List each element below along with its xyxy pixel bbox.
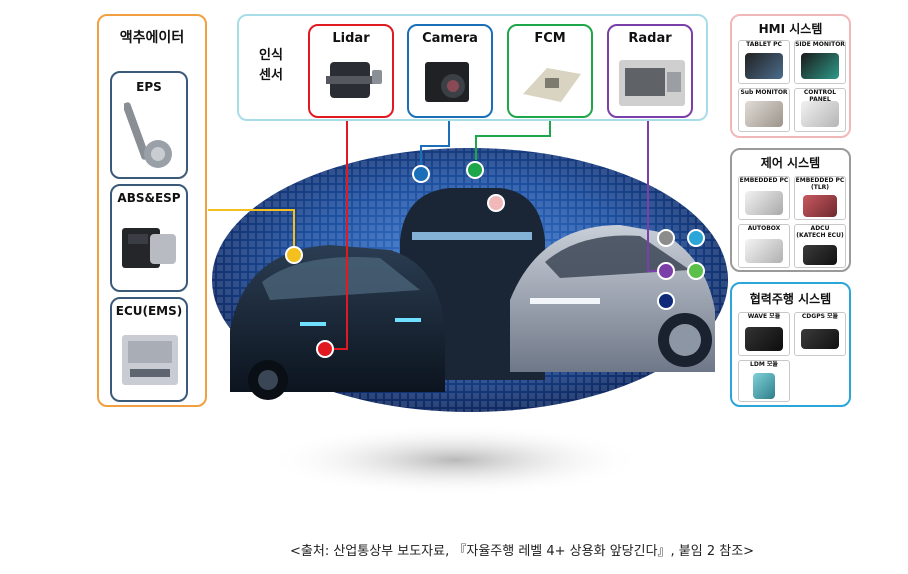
coop-tile-label: WAVE 모듈 (747, 313, 781, 320)
wave-module-image (745, 327, 783, 351)
hmi-tile-label: TABLET PC (746, 41, 782, 48)
coop-tile-cdgps: CDGPS 모듈 (794, 312, 846, 356)
coop-dot (687, 229, 705, 247)
ldm-module-image (753, 373, 775, 399)
lidar-connector (327, 118, 348, 350)
radar-dot (657, 262, 675, 280)
sensor-card-label: FCM (534, 31, 566, 46)
lidar-dot (316, 340, 334, 358)
hmi-tile-side-monitor: SIDE MONITOR (794, 40, 846, 84)
hmi-tile-control-panel: CONTROL PANEL (794, 88, 846, 132)
fcm-dot (466, 161, 484, 179)
side-monitor-image (801, 53, 839, 79)
sub-monitor-image (745, 101, 783, 127)
actuator-card-abs: ABS&ESP (110, 184, 188, 292)
control-panel: 제어 시스템 EMBEDDED PC EMBEDDED PC (TLR) AUT… (730, 148, 851, 272)
control-tile-embedded-pc: EMBEDDED PC (738, 176, 790, 220)
radar-connector (647, 118, 666, 272)
control-tile-label: EMBEDDED PC (TLR) (795, 177, 845, 191)
hmi-tile-label: Sub MONITOR (740, 89, 788, 96)
actuator-connector (208, 209, 295, 252)
actuator-card-ecu: ECU(EMS) (110, 297, 188, 402)
actuator-card-label: EPS (136, 80, 162, 94)
control-dot (657, 229, 675, 247)
cdgps-module-image (801, 329, 839, 349)
control-panel-image (801, 101, 839, 127)
radar-image (619, 60, 685, 106)
control-tile-label: AUTOBOX (747, 225, 781, 232)
control-tile-label: ADCU (KATECH ECU) (796, 225, 844, 239)
camera-dot (412, 165, 430, 183)
sensor-card-label: Lidar (332, 31, 370, 46)
hmi-tile-tablet: TABLET PC (738, 40, 790, 84)
sensor-group-label-line1: 인식 (259, 48, 283, 63)
fcm-connector (475, 118, 551, 160)
sensor-card-camera: Camera (407, 24, 493, 118)
coop-tile-label: CDGPS 모듈 (801, 313, 839, 320)
source-caption: <출처: 산업통상부 보도자료, 『자율주행 레벨 4+ 상용화 앞당긴다』, … (290, 544, 755, 559)
hmi-dot (487, 194, 505, 212)
actuator-panel: 액추에이터 EPS ABS&ESP ECU(EMS) (97, 14, 207, 407)
actuator-card-label: ECU(EMS) (115, 304, 183, 318)
coop-tile-ldm: LDM 모듈 (738, 360, 790, 402)
sensor-group-label: 인식 센서 (247, 46, 295, 86)
hmi-tile-label: CONTROL PANEL (803, 89, 837, 103)
coop-panel: 협력주행 시스템 WAVE 모듈 CDGPS 모듈 LDM 모듈 (730, 282, 851, 407)
actuator-title: 액추에이터 (119, 30, 185, 46)
control-title: 제어 시스템 (760, 156, 821, 170)
sensor-group-label-line2: 센서 (259, 68, 283, 83)
camera-dot-2 (657, 292, 675, 310)
abs-image (122, 228, 176, 268)
sensor-card-radar: Radar (607, 24, 693, 118)
ecu-image (122, 335, 178, 385)
embedded-pc-tlr-image (803, 195, 837, 217)
lidar-image (326, 62, 382, 98)
hmi-tile-label: SIDE MONITOR (795, 41, 845, 48)
control-tile-embedded-pc-tlr: EMBEDDED PC (TLR) (794, 176, 846, 220)
sensor-card-label: Camera (422, 31, 478, 46)
hmi-tile-sub-monitor: Sub MONITOR (738, 88, 790, 132)
adcu-image (803, 245, 837, 265)
camera-image (425, 62, 469, 102)
control-tile-autobox: AUTOBOX (738, 224, 790, 268)
hmi-panel: HMI 시스템 TABLET PC SIDE MONITOR Sub MONIT… (730, 14, 851, 138)
fcm-image (523, 68, 581, 102)
ground-shadow (265, 424, 645, 496)
coop-tile-label: LDM 모듈 (750, 361, 778, 368)
sensor-panel: 인식 센서 Lidar Camera FCM Radar (237, 14, 708, 121)
sensor-card-label: Radar (628, 31, 672, 46)
autobox-image (745, 239, 783, 263)
camera-connector (420, 118, 450, 166)
tablet-image (745, 53, 783, 79)
sensor-card-lidar: Lidar (308, 24, 394, 118)
control-tile-adcu: ADCU (KATECH ECU) (794, 224, 846, 268)
actuator-card-label: ABS&ESP (117, 191, 181, 205)
hmi-title: HMI 시스템 (758, 22, 823, 36)
fcm-dot-2 (687, 262, 705, 280)
coop-tile-wave: WAVE 모듈 (738, 312, 790, 356)
eps-image (124, 102, 172, 168)
embedded-pc-image (745, 191, 783, 215)
actuator-card-eps: EPS (110, 71, 188, 179)
coop-title: 협력주행 시스템 (749, 292, 832, 306)
sensor-card-fcm: FCM (507, 24, 593, 118)
actuator-dot (285, 246, 303, 264)
control-tile-label: EMBEDDED PC (739, 177, 789, 184)
